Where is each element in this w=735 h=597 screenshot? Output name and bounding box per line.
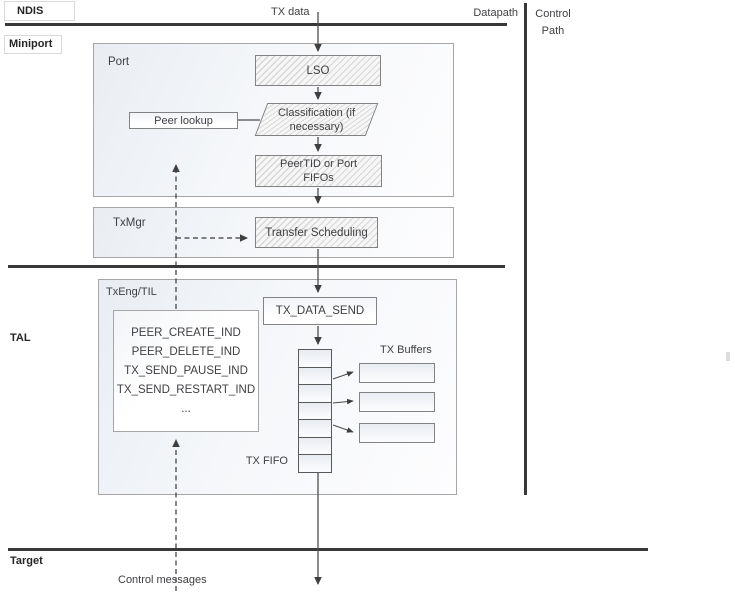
tx-fifo-cell (299, 384, 331, 402)
control-path-label: Control Path (532, 6, 574, 40)
peertid-port-fifos-box: PeerTID or Port FIFOs (255, 155, 382, 187)
tx-data-send-label: TX_DATA_SEND (275, 305, 365, 317)
lso-label: LSO (306, 64, 330, 77)
txeng-til-container-label: TxEng/TIL (106, 286, 157, 298)
tx-fifo-cell (299, 419, 331, 437)
tx-fifo-cell (299, 436, 331, 455)
tal-target-separator (8, 548, 648, 551)
tx-fifo-stack (298, 349, 332, 473)
classification-label-line1: Classification (if (277, 106, 356, 119)
lane-label-tal: TAL (10, 332, 31, 344)
miniport-tal-separator (8, 265, 505, 268)
edge-artifact (726, 352, 730, 361)
tx-buffer-box-3 (359, 423, 435, 443)
transfer-scheduling-label: Transfer Scheduling (265, 226, 368, 239)
tx-fifo-cell (299, 454, 331, 473)
port-container-label: Port (108, 56, 130, 68)
indications-box: PEER_CREATE_IND PEER_DELETE_IND TX_SEND_… (113, 310, 259, 432)
tx-fifo-cell (299, 350, 331, 367)
indication-ellipsis: ... (181, 402, 191, 415)
txmgr-container: TxMgr (93, 207, 454, 258)
txmgr-container-label: TxMgr (113, 217, 146, 229)
tx-buffer-box-1 (359, 363, 435, 383)
lso-box: LSO (255, 55, 381, 86)
datapath-label: Datapath (473, 7, 518, 19)
transfer-scheduling-box: Transfer Scheduling (255, 217, 378, 248)
control-path-divider (524, 3, 527, 495)
lane-label-ndis: NDIS (4, 1, 75, 21)
lane-label-miniport: Miniport (4, 35, 62, 54)
classification-label-line2: necessary) (289, 120, 344, 133)
peertid-fifos-line1: PeerTID or Port (279, 158, 358, 170)
control-path-label-line2: Path (541, 25, 565, 37)
tx-fifo-cell (299, 366, 331, 385)
tx-buffer-box-2 (359, 392, 435, 412)
classification-parallelogram: Classification (if necessary) (253, 103, 380, 136)
indication-peer-create: PEER_CREATE_IND (131, 326, 241, 339)
control-path-label-line1: Control (535, 8, 571, 20)
tx-buffers-label: TX Buffers (380, 344, 432, 356)
control-messages-label: Control messages (118, 574, 207, 586)
peer-lookup-label: Peer lookup (154, 114, 213, 127)
tx-fifo-cell (299, 401, 331, 420)
classification-label: Classification (if necessary) (253, 103, 380, 136)
ndis-miniport-separator (5, 23, 507, 26)
lane-label-target: Target (10, 555, 43, 567)
peertid-fifos-line2: FIFOs (303, 172, 334, 184)
indication-tx-send-pause: TX_SEND_PAUSE_IND (124, 364, 248, 377)
indication-peer-delete: PEER_DELETE_IND (131, 345, 241, 358)
tx-fifo-label: TX FIFO (245, 455, 288, 467)
peer-lookup-box: Peer lookup (129, 112, 238, 129)
tx-data-label: TX data (271, 6, 310, 18)
tx-data-send-box: TX_DATA_SEND (263, 297, 377, 325)
indication-tx-send-restart: TX_SEND_RESTART_IND (116, 383, 256, 396)
